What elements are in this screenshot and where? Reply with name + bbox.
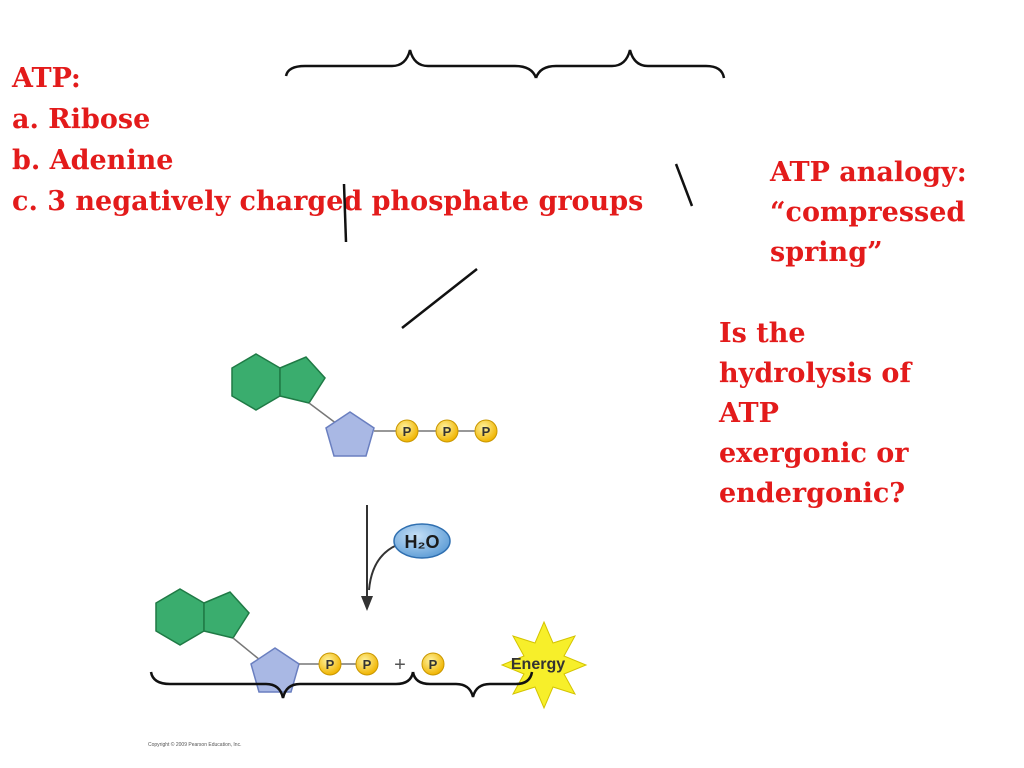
adp-molecule: P P — [155, 588, 379, 693]
energy-label: Energy — [511, 656, 565, 673]
adenine-hexagon — [155, 588, 205, 646]
phosphate-circle — [474, 419, 498, 443]
reaction-arrowhead — [361, 596, 373, 611]
top-brace-right — [534, 49, 726, 79]
top-brace-left — [284, 49, 538, 79]
atp-heading: ATP: — [12, 63, 81, 94]
question-line-4: exergonic or — [719, 438, 909, 469]
atp-analogy-text: ATP analogy: “compressed spring” — [770, 153, 967, 273]
ribose-pentagon — [325, 411, 375, 457]
copyright-notice: Copyright © 2009 Pearson Education, Inc. — [148, 742, 242, 748]
plus-sign: + — [394, 654, 406, 676]
question-line-3: ATP — [719, 398, 779, 429]
adenine-pentagon — [203, 591, 250, 639]
phosphate-circle — [318, 652, 342, 676]
water-molecule — [393, 523, 451, 559]
ribose-item: a. Ribose — [12, 104, 151, 135]
water-label: H₂O — [405, 532, 440, 552]
pointer-line-3 — [401, 268, 478, 329]
energy-starburst — [500, 620, 588, 710]
atp-components-list: ATP: a. Ribose b. Adenine c. 3 negativel… — [12, 58, 643, 222]
phosphate-label: P — [403, 424, 412, 439]
phosphate-label: P — [363, 657, 372, 672]
phosphate-label: P — [443, 424, 452, 439]
adenine-ribose-bond — [308, 402, 338, 425]
question-line-5: endergonic? — [719, 478, 906, 509]
bottom-brace-adp — [149, 671, 415, 699]
pointer-line-1 — [342, 183, 348, 243]
adenine-item: b. Adenine — [12, 145, 174, 176]
adenine-hexagon — [231, 353, 281, 411]
atp-molecule: P P P — [231, 353, 498, 457]
water-arrow-curve — [368, 544, 398, 591]
adenine-pentagon — [279, 356, 326, 404]
bottom-brace-phosphate — [411, 671, 534, 698]
question-line-1: Is the — [719, 318, 806, 349]
question-line-2: hydrolysis of — [719, 358, 912, 389]
phosphate-label: P — [482, 424, 491, 439]
analogy-line-3: spring” — [770, 237, 883, 268]
adenine-ribose-bond — [232, 637, 261, 661]
inorganic-phosphate-label: P — [429, 657, 438, 672]
phosphate-circle — [435, 419, 459, 443]
phosphate-groups-item: c. 3 negatively charged phosphate groups — [12, 186, 644, 217]
pointer-line-2 — [674, 163, 694, 207]
phosphate-circle — [395, 419, 419, 443]
ribose-pentagon — [250, 647, 300, 693]
phosphate-circle — [355, 652, 379, 676]
hydrolysis-question: Is the hydrolysis of ATP exergonic or en… — [719, 314, 911, 514]
analogy-line-1: ATP analogy: — [770, 157, 967, 188]
inorganic-phosphate-circle — [421, 652, 445, 676]
phosphate-label: P — [326, 657, 335, 672]
analogy-line-2: “compressed — [770, 197, 966, 228]
